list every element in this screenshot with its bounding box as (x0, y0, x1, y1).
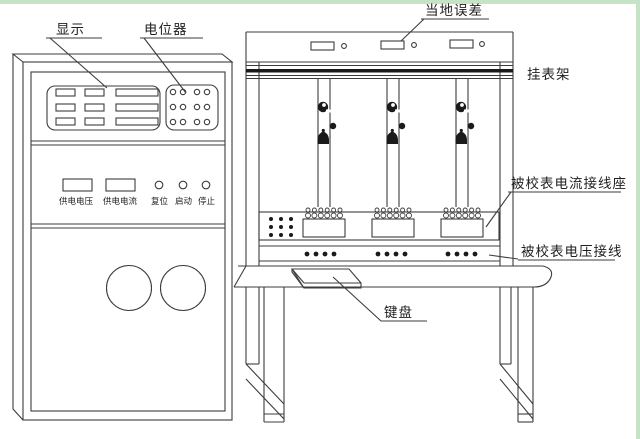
reset-button (154, 180, 164, 190)
reset-label: 复位 (151, 196, 169, 207)
workbench-table (233, 265, 553, 423)
meter-hanger-3 (454, 77, 475, 208)
top-border (0, 0, 640, 4)
meter-rack (245, 31, 514, 266)
local-error-label: 当地误差 (425, 3, 483, 19)
potentiometer-panel (165, 84, 219, 131)
start-label: 启动 (175, 196, 193, 207)
supply-voltage-meter (62, 178, 93, 192)
display-panel (46, 85, 161, 131)
current-terminal-panel (258, 208, 500, 241)
start-button (178, 180, 188, 190)
control-row: 供电电压 供电电流 复位 启动 停止 (59, 178, 216, 207)
current-terminal-label: 被校表电流接线座 (511, 175, 627, 192)
meter-hanger-2 (385, 77, 406, 208)
keyboard-label: 键盘 (384, 304, 413, 321)
callouts: 显示 电位器 当地误差 挂表架 被校表电流接线座 被校表电压接线 键盘 (46, 3, 627, 322)
supply-current-label: 供电电流 (103, 196, 138, 207)
display-label: 显示 (56, 22, 85, 38)
vent-hole-right (159, 264, 207, 312)
voltage-wiring-label: 被校表电压接线 (521, 243, 623, 260)
error-display-row (310, 39, 485, 51)
right-border (636, 0, 640, 439)
stop-button (201, 180, 211, 190)
vent-hole-left (105, 264, 153, 312)
meter-hanger-1 (316, 77, 337, 208)
voltage-wiring-strip (259, 245, 500, 262)
table-leg-left (245, 287, 285, 423)
keyboard (291, 268, 362, 289)
stop-label: 停止 (198, 196, 216, 207)
supply-current-meter (105, 178, 136, 192)
supply-voltage-label: 供电电压 (59, 196, 94, 207)
table-leg-right (499, 287, 534, 423)
potentiometer-label: 电位器 (144, 22, 188, 38)
hanging-rail (246, 61, 513, 80)
control-cabinet: 供电电压 供电电流 复位 启动 停止 (11, 53, 234, 421)
meter-rack-label: 挂表架 (527, 67, 571, 83)
